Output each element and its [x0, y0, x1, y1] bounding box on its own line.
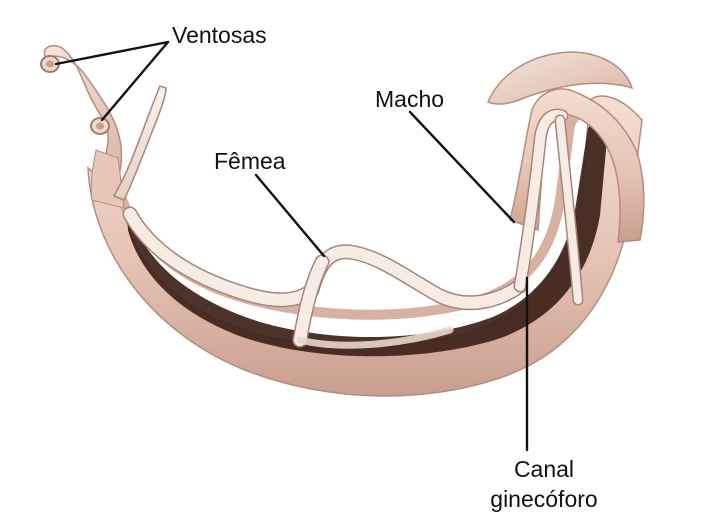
- label-ventosas: Ventosas: [172, 22, 267, 48]
- leader-lines: [54, 40, 529, 452]
- label-macho: Macho: [375, 86, 445, 112]
- leader-macho: [408, 110, 516, 224]
- label-canal-line1: Canal: [513, 456, 575, 482]
- leader-femea: [254, 173, 326, 258]
- leader-ventosas-ventral: [100, 40, 170, 122]
- female-lower-segment: [296, 326, 454, 349]
- label-canal-ginecoforo: Canal ginecóforo: [484, 454, 604, 514]
- label-canal-line2: ginecóforo: [490, 486, 598, 512]
- female-anterior: [112, 85, 167, 201]
- male-tail-cap: [487, 51, 634, 105]
- label-femea: Fêmea: [214, 148, 286, 174]
- leader-ventosas-oral: [54, 40, 170, 66]
